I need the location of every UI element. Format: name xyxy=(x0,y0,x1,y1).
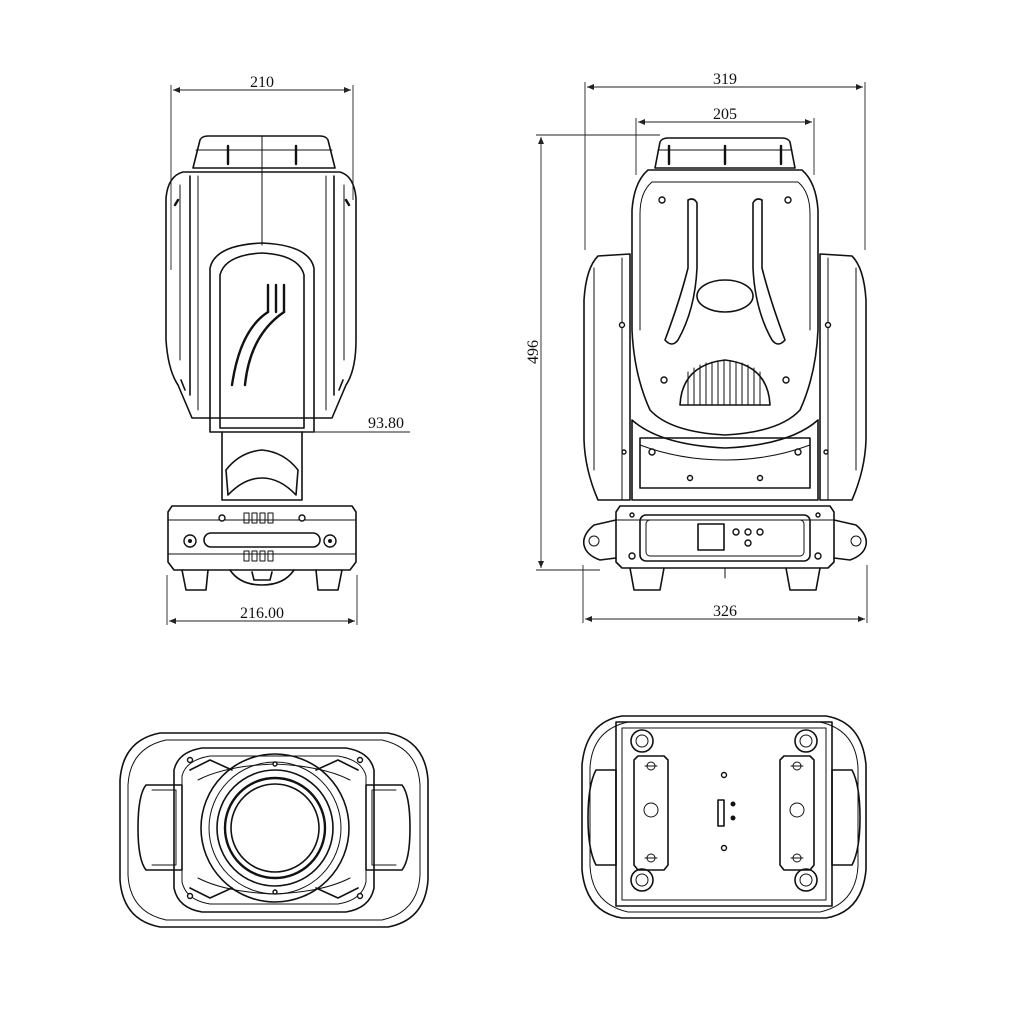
dimension-side-arm-offset: 93.80 xyxy=(304,415,410,433)
dimension-front-head-width: 205 xyxy=(635,106,815,175)
dim-label-319: 319 xyxy=(713,71,737,88)
dim-label-496: 496 xyxy=(525,340,542,364)
dim-label-93-80: 93.80 xyxy=(368,415,404,432)
dimension-front-total-width: 319 xyxy=(584,71,866,250)
dimension-side-base-width: 216.00 xyxy=(166,575,358,625)
dim-label-210: 210 xyxy=(250,74,274,91)
top-view xyxy=(119,732,429,928)
vent-grille xyxy=(687,360,761,406)
rubber-feet xyxy=(630,729,818,892)
dim-label-216: 216.00 xyxy=(240,605,284,622)
front-view: 319 205 496 xyxy=(525,71,868,623)
dimension-front-height: 496 xyxy=(525,134,660,571)
bottom-view xyxy=(581,715,867,919)
side-view: 210 93.80 xyxy=(165,74,410,625)
dimension-side-top-width: 210 xyxy=(170,74,354,270)
dim-label-326: 326 xyxy=(713,603,737,620)
dimension-front-base-width: 326 xyxy=(582,565,868,623)
dim-label-205: 205 xyxy=(713,106,737,123)
